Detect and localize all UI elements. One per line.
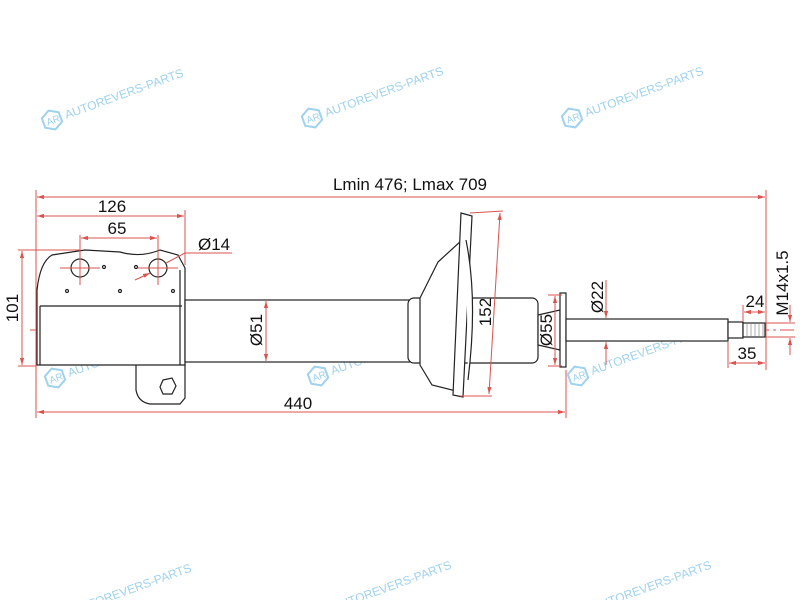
thread [742,322,766,338]
mounting-bracket [36,249,186,366]
thread-spec-label: M14x1.5 [773,250,792,315]
thread-length-label: 24 [746,292,765,311]
lower-tab-nut [159,377,177,395]
svg-text:AUTOREVERS-PARTS: AUTOREVERS-PARTS [591,558,714,600]
rod-end-length-label: 35 [738,344,757,363]
rivet [170,288,176,294]
hole-spacing-label: 65 [108,219,127,238]
spring-seat-curve [465,239,474,381]
bracket-height-label: 101 [3,294,22,322]
svg-text:AUTOREVERS-PARTS: AUTOREVERS-PARTS [71,561,194,600]
svg-text:AUTOREVERS-PARTS: AUTOREVERS-PARTS [323,64,446,120]
spring-seat-diameter-label: 152 [476,298,495,326]
body-tube [184,299,411,363]
rivet [117,288,123,294]
body-length-label: 440 [284,394,312,413]
overall-length-label: Lmin 476; Lmax 709 [333,175,487,194]
body-diameter-label: Ø51 [247,314,266,346]
rod-shoulder [727,321,744,339]
rivet [101,264,107,270]
rod-diameter-label: Ø22 [588,281,607,313]
svg-text:AUTOREVERS-PARTS: AUTOREVERS-PARTS [331,558,454,600]
rivet [133,264,139,270]
upper-body-diameter-label: Ø55 [537,314,556,346]
hole-diameter-label: Ø14 [198,235,230,254]
thread-lines [746,323,764,337]
svg-text:AUTOREVERS-PARTS: AUTOREVERS-PARTS [63,66,186,122]
piston-rod [565,318,729,342]
dimensions [18,190,795,418]
rivet [64,288,70,294]
shock-absorber [36,212,766,405]
svg-text:AUTOREVERS-PARTS: AUTOREVERS-PARTS [583,64,706,120]
lower-tab [135,361,186,405]
top-plate [559,292,567,368]
bracket-width-label: 126 [98,197,126,216]
